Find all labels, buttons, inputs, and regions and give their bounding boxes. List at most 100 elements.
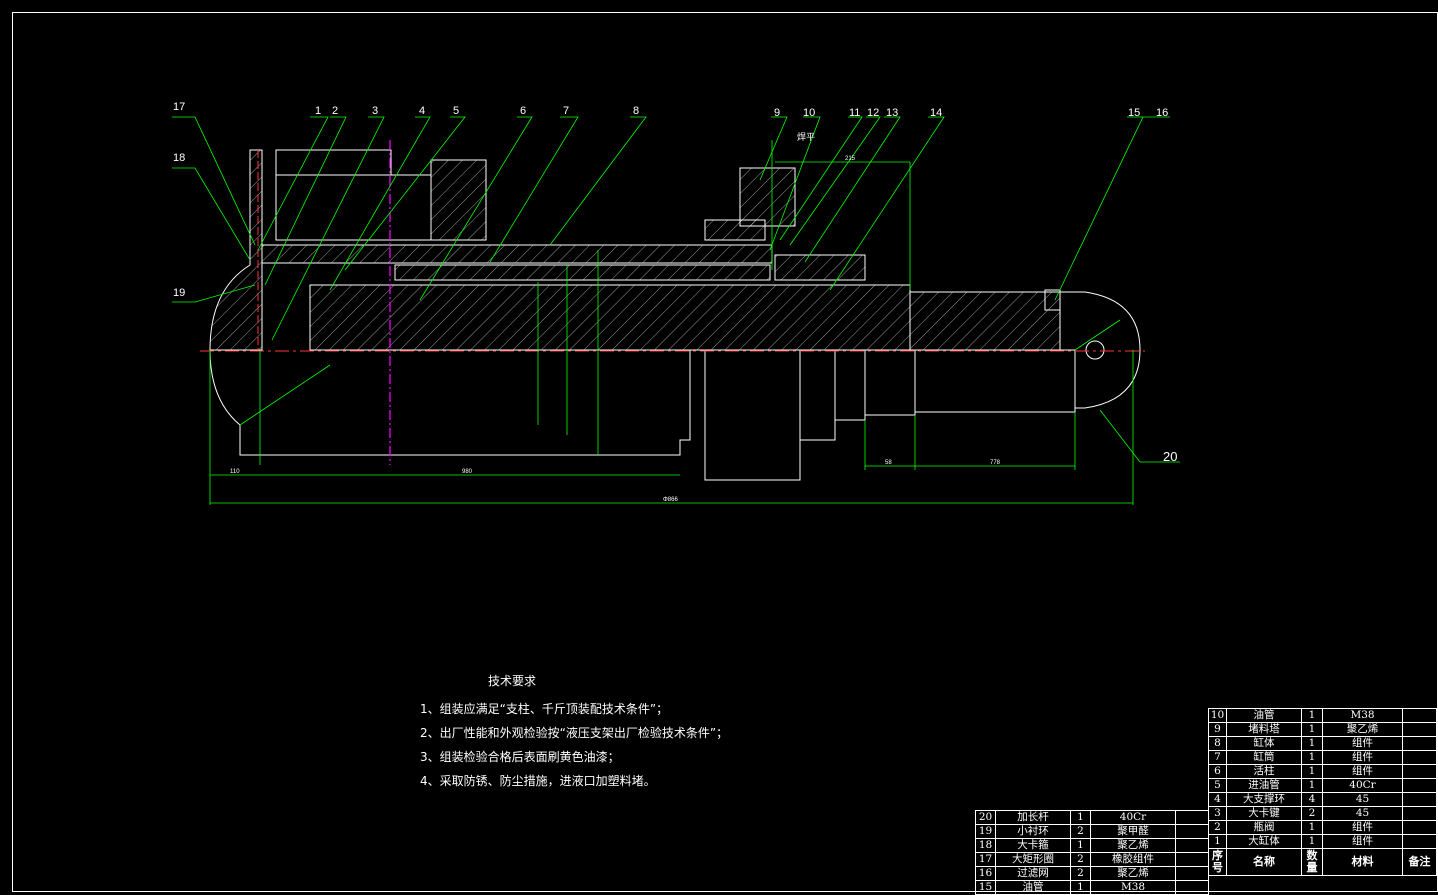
bom-material: M38 [1322, 708, 1403, 723]
bom-name: 活柱 [1226, 764, 1302, 779]
bom-header-mat: 材料 [1322, 848, 1403, 876]
bom-qty: 1 [1301, 750, 1323, 765]
part-label-6: 6 [520, 105, 526, 117]
tech-item: 3、组装检验合格后表面刷黄色油漆； [420, 750, 620, 764]
dim-110: 110 [230, 469, 240, 475]
part-label-13: 13 [886, 107, 898, 119]
bom-name: 油管 [1226, 708, 1302, 723]
part-label-4: 4 [419, 105, 425, 117]
bom-name: 大卡键 [1226, 806, 1302, 821]
bom-name: 堵料塔 [1226, 722, 1302, 737]
bom-no: 9 [1208, 722, 1227, 737]
bom-qty: 2 [1301, 806, 1323, 821]
bom-material: 组件 [1322, 750, 1403, 765]
bom-no: 2 [1208, 820, 1227, 835]
bom-note [1175, 838, 1209, 853]
bom-note [1402, 750, 1437, 765]
part-label-3: 3 [372, 105, 378, 117]
bom-qty: 1 [1301, 834, 1323, 849]
bom-qty: 2 [1070, 852, 1091, 867]
bom-name: 进油管 [1226, 778, 1302, 793]
bom-no: 3 [1208, 806, 1227, 821]
bom-name: 大支撑环 [1226, 792, 1302, 807]
part-label-20: 20 [1163, 449, 1177, 464]
bom-material: 组件 [1322, 764, 1403, 779]
tech-item: 1、组装应满足“支柱、千斤顶装配技术条件”； [420, 702, 669, 716]
bom-name: 小衬环 [995, 824, 1071, 839]
bom-material: 橡胶组件 [1090, 852, 1176, 867]
part-label-19: 19 [173, 287, 185, 299]
bom-note [1402, 722, 1437, 737]
bom-qty: 1 [1070, 810, 1091, 825]
bom-note [1175, 866, 1209, 881]
bom-note [1402, 820, 1437, 835]
bom-qty: 1 [1070, 880, 1091, 895]
bom-material: 组件 [1322, 834, 1403, 849]
bom-material: 组件 [1322, 820, 1403, 835]
bom-material: 40Cr [1322, 778, 1403, 793]
part-label-16: 16 [1156, 107, 1168, 119]
bom-note [1402, 708, 1437, 723]
bom-material: 45 [1322, 806, 1403, 821]
part-label-11: 11 [849, 107, 860, 119]
bom-name: 过滤网 [995, 866, 1071, 881]
dim-top: 215 [845, 156, 856, 162]
part-label-10: 10 [803, 107, 815, 119]
bom-note [1175, 852, 1209, 867]
part-label-7: 7 [563, 105, 569, 117]
bom-material: 聚甲醛 [1090, 824, 1176, 839]
dim-980: 980 [462, 469, 473, 475]
bom-no: 7 [1208, 750, 1227, 765]
part-label-18: 18 [173, 152, 185, 164]
bom-name: 大矩形圈 [995, 852, 1071, 867]
bom-qty: 4 [1301, 792, 1323, 807]
part-label-9: 9 [774, 107, 780, 119]
bom-name: 大卡箍 [995, 838, 1071, 853]
bom-qty: 1 [1301, 820, 1323, 835]
bom-note [1402, 834, 1437, 849]
bom-qty: 1 [1301, 722, 1323, 737]
bom-note [1402, 792, 1437, 807]
bom-qty: 1 [1070, 838, 1091, 853]
part-label-5: 5 [453, 105, 459, 117]
bom-header-qty: 数量 [1301, 848, 1323, 876]
bom-note [1402, 806, 1437, 821]
dimension-values: 110 980 Φ866 58 778 215 [230, 156, 1001, 503]
bom-name: 瓶阀 [1226, 820, 1302, 835]
bom-header-name: 名称 [1226, 848, 1302, 876]
bom-no: 4 [1208, 792, 1227, 807]
annotation-note: 焊平 [797, 131, 815, 142]
bom-no: 20 [975, 810, 996, 825]
bom-material: 45 [1322, 792, 1403, 807]
part-numbers: 17 18 19 1 2 3 4 5 6 7 8 9 10 11 12 13 1… [173, 101, 1177, 464]
bom-note [1175, 880, 1209, 895]
bom-no: 18 [975, 838, 996, 853]
part-label-2: 2 [332, 105, 338, 117]
bom-qty: 2 [1070, 824, 1091, 839]
bom-no: 5 [1208, 778, 1227, 793]
bom-note [1402, 764, 1437, 779]
part-label-1: 1 [315, 105, 321, 117]
bom-no: 1 [1208, 834, 1227, 849]
bom-qty: 1 [1301, 764, 1323, 779]
bom-qty: 1 [1301, 778, 1323, 793]
bom-header-row: 序号名称数量材料备注 [1208, 848, 1437, 876]
bom-name: 大缸体 [1226, 834, 1302, 849]
part-label-8: 8 [633, 105, 639, 117]
tech-item: 2、出厂性能和外观检验按“液压支架出厂检验技术条件”； [420, 726, 729, 740]
cylinder-section [209, 149, 1061, 351]
part-label-14: 14 [930, 107, 942, 119]
bom-qty: 1 [1301, 708, 1323, 723]
